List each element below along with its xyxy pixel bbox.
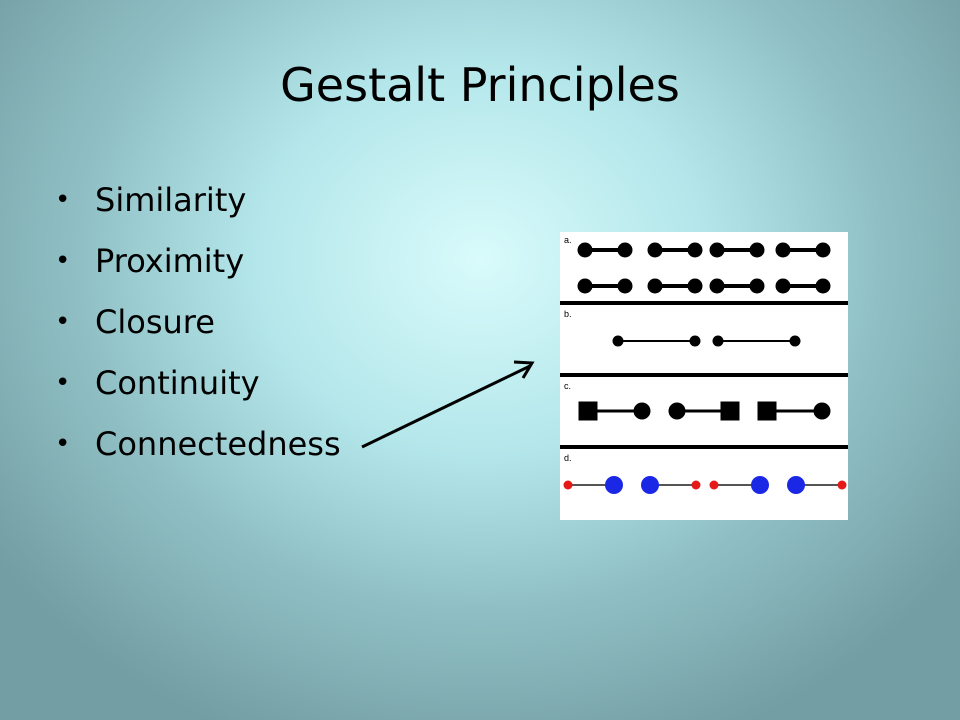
panel-a-label: a. bbox=[564, 235, 572, 245]
bullet-icon: • bbox=[55, 368, 71, 398]
panel-a-dumbbells bbox=[577, 242, 831, 294]
panel-c-shapes bbox=[578, 401, 831, 421]
bullet-list: • Similarity • Proximity • Closure • Continu… bbox=[55, 178, 341, 483]
panel-b-label: b. bbox=[564, 309, 572, 319]
panel-c-label: c. bbox=[564, 381, 571, 391]
bullet-item-similarity: • Similarity bbox=[55, 178, 341, 239]
bullet-icon: • bbox=[55, 429, 71, 459]
bullet-icon: • bbox=[55, 185, 71, 215]
bullet-item-proximity: • Proximity bbox=[55, 239, 341, 300]
gestalt-figure-svg: a. b. c. d. bbox=[560, 235, 848, 494]
gestalt-figure: a. b. c. d. bbox=[560, 232, 848, 520]
bullet-label: Closure bbox=[95, 303, 215, 341]
bullet-icon: • bbox=[55, 246, 71, 276]
bullet-item-continuity: • Continuity bbox=[55, 361, 341, 422]
bullet-label: Proximity bbox=[95, 242, 245, 280]
panel-d-label: d. bbox=[564, 453, 572, 463]
panel-d-colored-dots bbox=[563, 476, 847, 494]
bullet-label: Continuity bbox=[95, 364, 260, 402]
panel-b-connectors bbox=[612, 335, 801, 347]
slide-title: Gestalt Principles bbox=[280, 58, 680, 112]
bullet-label: Connectedness bbox=[95, 425, 341, 463]
bullet-item-closure: • Closure bbox=[55, 300, 341, 361]
bullet-item-connectedness: • Connectedness bbox=[55, 422, 341, 483]
arrow-head-icon bbox=[513, 360, 535, 379]
bullet-icon: • bbox=[55, 307, 71, 337]
bullet-label: Similarity bbox=[95, 181, 247, 219]
